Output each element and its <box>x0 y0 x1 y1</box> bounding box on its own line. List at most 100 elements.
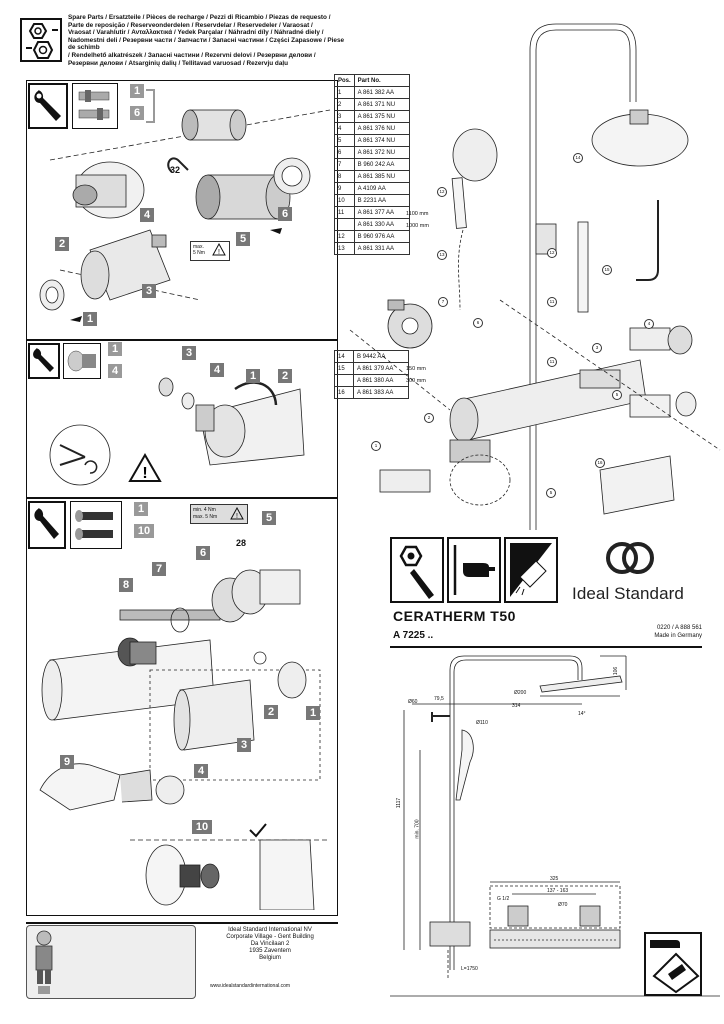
part-cell: A 4109 AA <box>353 182 410 195</box>
part-cell: A 861 382 AA <box>353 86 410 99</box>
dimension-label: L=1750 <box>461 966 478 972</box>
step-badge: 4 <box>140 208 154 222</box>
pos-cell: 14 <box>334 350 354 363</box>
dimension-label: Ø60 <box>408 699 418 705</box>
diagram1-thermostat-exploded <box>39 109 331 322</box>
torque-label: min. 4 Nm <box>193 507 216 513</box>
part-callout: 5 <box>546 488 556 498</box>
pos-cell: 10 <box>334 194 355 207</box>
panel-divider <box>26 497 338 499</box>
dimension-label: 325 <box>550 876 559 882</box>
part-callout: 6 <box>473 318 483 328</box>
product-title: CERATHERM T50 <box>393 608 516 624</box>
part-cell: A 861 330 AA <box>353 218 410 231</box>
column-header: Pos. <box>334 74 355 87</box>
languages-line: Spare Parts / Ersatzteile / Pièces de re… <box>68 14 331 21</box>
step-badge: 3 <box>237 738 251 752</box>
product-code: 0220 / A 888 561 Made in Germany <box>654 624 702 640</box>
step-badge: 1 <box>134 502 148 516</box>
step-badge: 8 <box>119 578 133 592</box>
step-badge: 9 <box>60 755 74 769</box>
address-line: 1935 Zaventem <box>249 948 291 954</box>
svg-text:!: ! <box>218 249 220 256</box>
dimension-label: G 1/2 <box>497 896 510 902</box>
torque-value: 5 Nm <box>193 250 205 256</box>
dimension-label: 79,5 <box>434 696 444 702</box>
part-cell: A 861 379 AA <box>353 362 409 375</box>
languages-line: / Rendelhető alkatrészek / Запасні части… <box>68 51 316 59</box>
warning-icon: ! <box>230 507 244 520</box>
dimension-label: Ø70 <box>558 902 568 908</box>
pos-cell: 11 <box>334 206 355 219</box>
part-callout: 4 <box>644 319 654 329</box>
step-badge: 1 <box>130 84 144 98</box>
torque-label: max. 5 Nm <box>193 514 218 520</box>
part-cell: A 861 380 AA <box>353 374 409 387</box>
part-cell: A 861 331 AA <box>353 242 410 255</box>
languages-line: Nadomestni deli / Резервни части / Запча… <box>68 36 345 52</box>
step-badge: 10 <box>192 820 212 834</box>
address-line: Da Vincilaan 2 <box>250 941 290 947</box>
step-badge: 10 <box>134 524 154 538</box>
svg-text:!: ! <box>236 513 238 520</box>
part-callout: 14 <box>573 153 583 163</box>
svg-text:!: ! <box>142 465 147 482</box>
part-cell: A 861 375 NU <box>353 110 410 123</box>
ideal-standard-logo <box>606 542 654 574</box>
pos-cell: 13 <box>334 242 355 255</box>
company-name: Ideal Standard International NV <box>228 927 312 933</box>
pos-cell: 3 <box>334 110 355 123</box>
dimension-label: 314 <box>512 703 521 709</box>
title-divider <box>390 646 702 648</box>
part-callout: 7 <box>438 297 448 307</box>
languages-line: Parte de reposição / Reserveonderdelen /… <box>68 21 313 29</box>
languages-header: Spare Parts / Ersatzteile / Pièces de re… <box>68 14 348 67</box>
step-badge: 6 <box>278 207 292 221</box>
dimension-label: 1117 <box>396 797 403 809</box>
part-callout: 2 <box>424 413 434 423</box>
step-badge: 4 <box>108 364 122 378</box>
part-callout: 1 <box>371 441 381 451</box>
cartridge-thumb-icon <box>70 501 122 549</box>
table-row: A 861 330 AA <box>334 218 410 231</box>
torque-label: max. <box>193 244 204 250</box>
wrench-icon <box>28 83 68 129</box>
step-badge: 1 <box>246 369 260 383</box>
part-callout: 12 <box>437 187 447 197</box>
part-cell: B 960 242 AA <box>353 158 410 171</box>
pos-cell: 1 <box>334 86 355 99</box>
step-badge: 2 <box>55 237 69 251</box>
languages-line: Резервни делови / Atsarginių dalių / Tel… <box>68 59 289 67</box>
pos-cell: 8 <box>334 170 355 183</box>
pos-cell <box>334 374 354 387</box>
table-header-row: Pos. Part No. <box>334 74 410 87</box>
pos-cell: 7 <box>334 158 355 171</box>
installer-icon <box>644 932 702 996</box>
step-badge: 2 <box>264 705 278 719</box>
document-code: 0220 / A 888 561 <box>656 625 702 631</box>
part-cell: B 9442 AA <box>353 350 409 363</box>
step-arrow-icon <box>146 89 155 123</box>
length-note: 1100 mm <box>406 211 429 217</box>
dimension-label: min. 700 <box>414 819 421 839</box>
pos-cell: 2 <box>334 98 355 111</box>
languages-line: Vraosat / Varahlutir / Ανταλλακτικά / Ye… <box>68 29 324 37</box>
part-cell: A 861 376 NU <box>353 122 410 135</box>
dimension-label: 137 - 163 <box>547 888 569 894</box>
spare-parts-icon <box>20 18 62 62</box>
diagram3-cartridge-exploded <box>39 569 330 910</box>
plumber-icon <box>35 930 53 994</box>
pos-cell: 5 <box>334 134 355 147</box>
dimension-label: 106 <box>613 666 620 676</box>
website-link[interactable]: www.idealstandardinternational.com <box>210 983 291 989</box>
